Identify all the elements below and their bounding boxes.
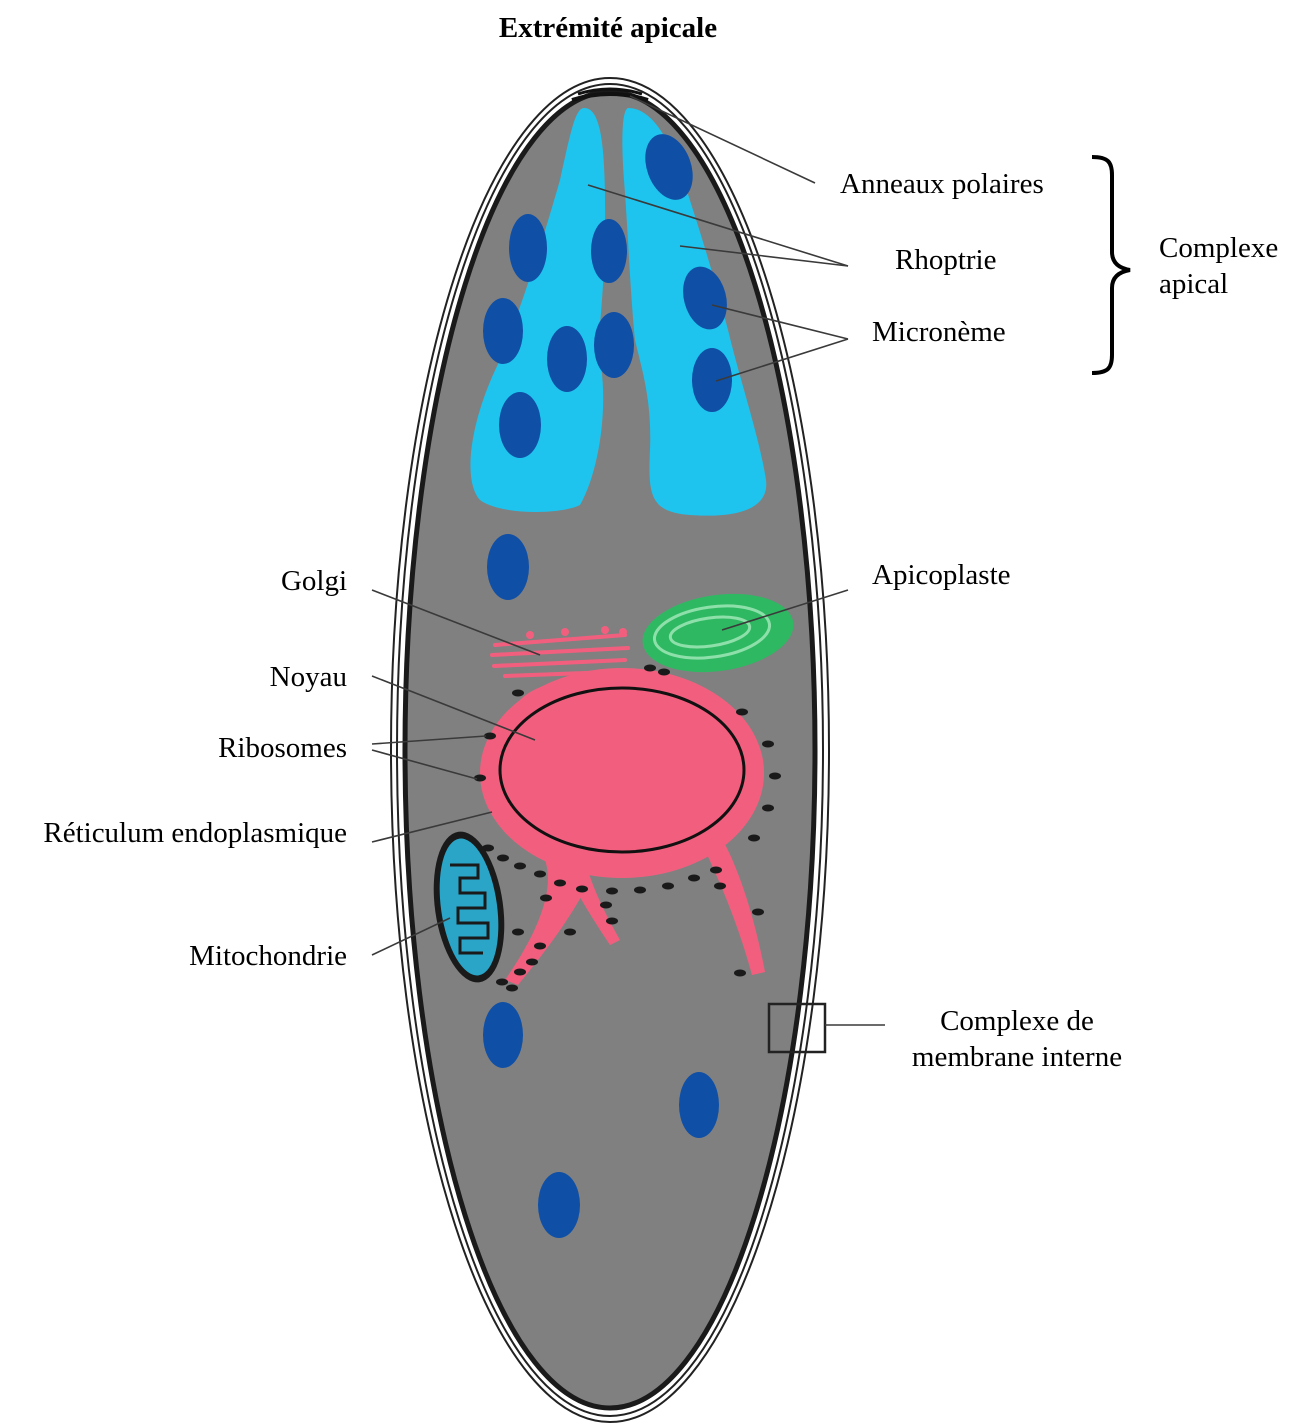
label-mitochondrie: Mitochondrie	[189, 940, 347, 972]
microneme	[487, 534, 529, 600]
microneme	[594, 312, 634, 378]
microneme	[483, 1002, 523, 1068]
microneme	[509, 214, 547, 282]
diagram-title: Extrémité apicale	[499, 12, 717, 44]
label-anneaux-polaires: Anneaux polaires	[840, 168, 1044, 200]
complexe-apical-brace	[1092, 157, 1130, 373]
label-microneme: Micronème	[872, 316, 1006, 348]
microneme	[483, 298, 523, 364]
label-noyau: Noyau	[270, 661, 347, 693]
microneme	[499, 392, 541, 458]
microneme	[538, 1172, 580, 1238]
microneme	[547, 326, 587, 392]
microneme	[692, 348, 732, 412]
label-ribosomes: Ribosomes	[218, 732, 347, 764]
label-apicoplaste: Apicoplaste	[872, 559, 1011, 591]
label-complexe-apical-2: apical	[1159, 268, 1228, 300]
label-cmi-1: Complexe de	[940, 1005, 1094, 1037]
label-golgi: Golgi	[281, 565, 347, 597]
microneme	[591, 219, 627, 283]
label-reticulum: Réticulum endoplasmique	[43, 817, 347, 849]
nucleus	[500, 688, 744, 852]
label-complexe-apical-1: Complexe	[1159, 232, 1278, 264]
microneme	[679, 1072, 719, 1138]
label-cmi-2: membrane interne	[912, 1041, 1122, 1073]
label-rhoptrie: Rhoptrie	[895, 244, 997, 276]
